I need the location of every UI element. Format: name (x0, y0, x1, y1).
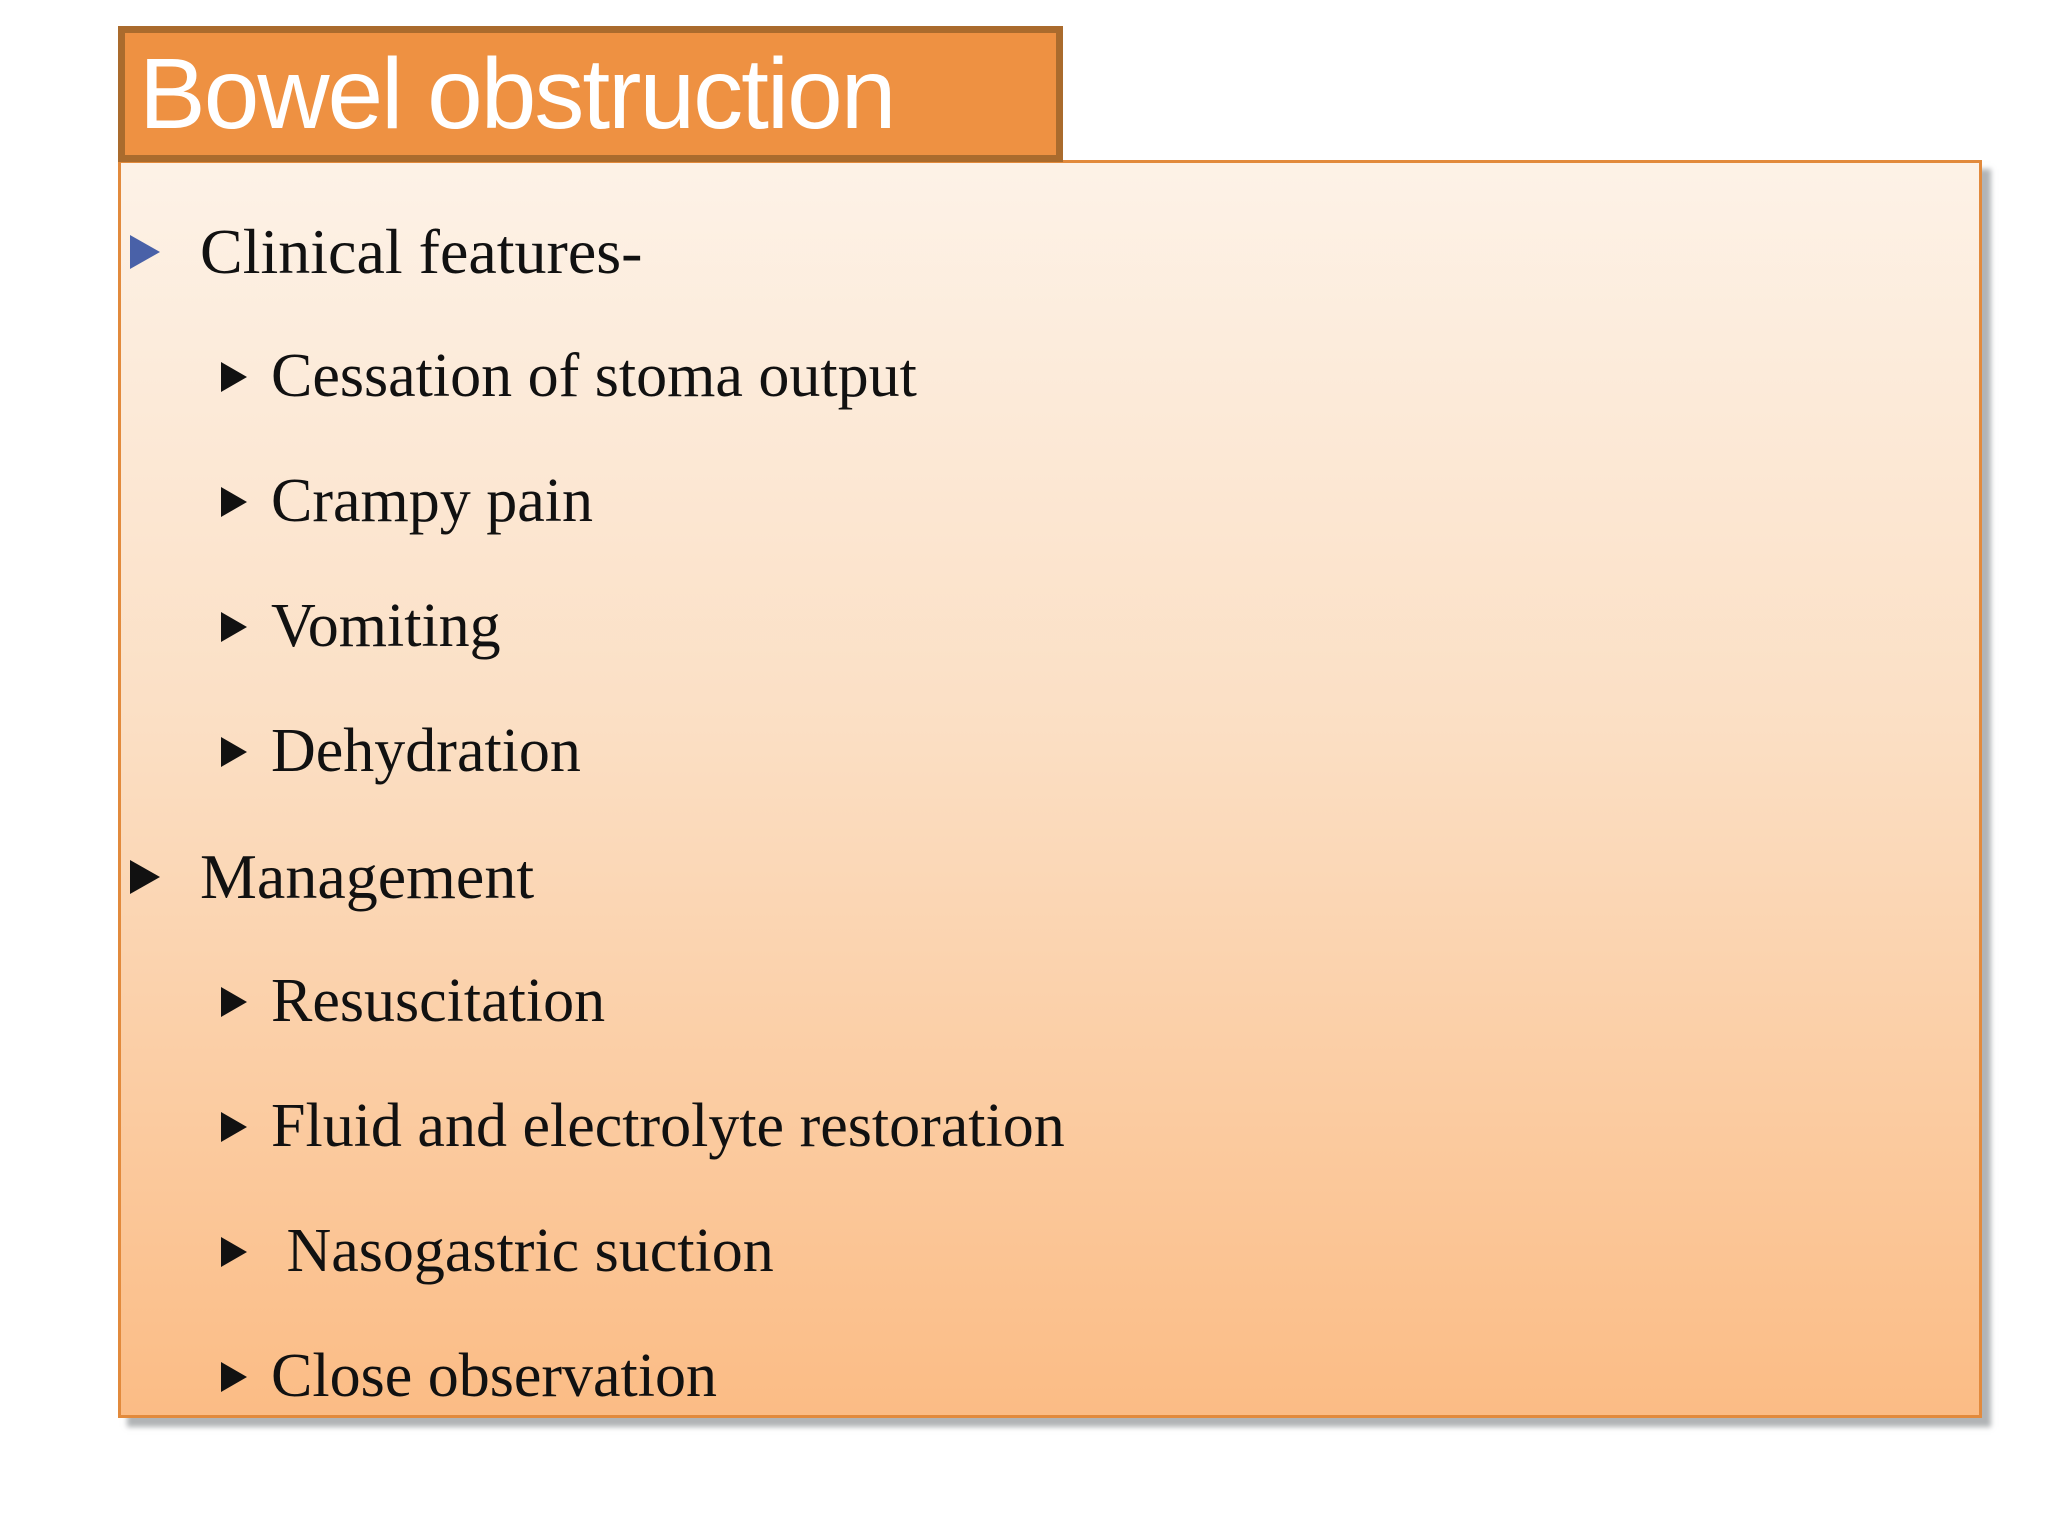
list-item-text: Management (200, 840, 535, 912)
list-item-text: Close observation (271, 1342, 717, 1410)
right-triangle-bullet-icon (221, 1361, 247, 1392)
slide-body-panel: Clinical features- Cessation of stoma ou… (118, 160, 1982, 1418)
right-triangle-bullet-icon (221, 1111, 247, 1142)
list-item-text: Crampy pain (271, 467, 593, 535)
right-triangle-bullet-icon (221, 736, 247, 767)
right-triangle-bullet-icon (221, 986, 247, 1017)
bullet-list: Clinical features- Cessation of stoma ou… (121, 189, 1979, 1439)
list-item-text: Resuscitation (271, 967, 606, 1035)
list-item: Resuscitation (121, 939, 1979, 1064)
list-item: Nasogastric suction (121, 1189, 1979, 1314)
slide-title: Bowel obstruction (139, 38, 896, 150)
right-triangle-bullet-icon (221, 1236, 247, 1267)
list-item: Fluid and electrolyte restoration (121, 1064, 1979, 1189)
list-item: Management (121, 814, 1979, 939)
list-item: Cessation of stoma output (121, 314, 1979, 439)
list-item: Dehydration (121, 689, 1979, 814)
list-item: Vomiting (121, 564, 1979, 689)
list-item-text: Vomiting (271, 592, 501, 660)
right-triangle-bullet-icon (221, 611, 247, 642)
list-item-text: Fluid and electrolyte restoration (271, 1092, 1065, 1160)
right-triangle-bullet-icon (221, 361, 247, 392)
list-item: Crampy pain (121, 439, 1979, 564)
list-item-text: Nasogastric suction (271, 1217, 774, 1285)
right-triangle-bullet-icon (130, 234, 160, 269)
list-item: Clinical features- (121, 189, 1979, 314)
list-item-text: Cessation of stoma output (271, 342, 917, 410)
right-triangle-bullet-icon (130, 859, 160, 894)
list-item-text: Dehydration (271, 717, 581, 785)
list-item-text: Clinical features- (200, 215, 643, 287)
list-item: Close observation (121, 1314, 1979, 1439)
right-triangle-bullet-icon (221, 486, 247, 517)
slide-title-box: Bowel obstruction (118, 26, 1063, 162)
